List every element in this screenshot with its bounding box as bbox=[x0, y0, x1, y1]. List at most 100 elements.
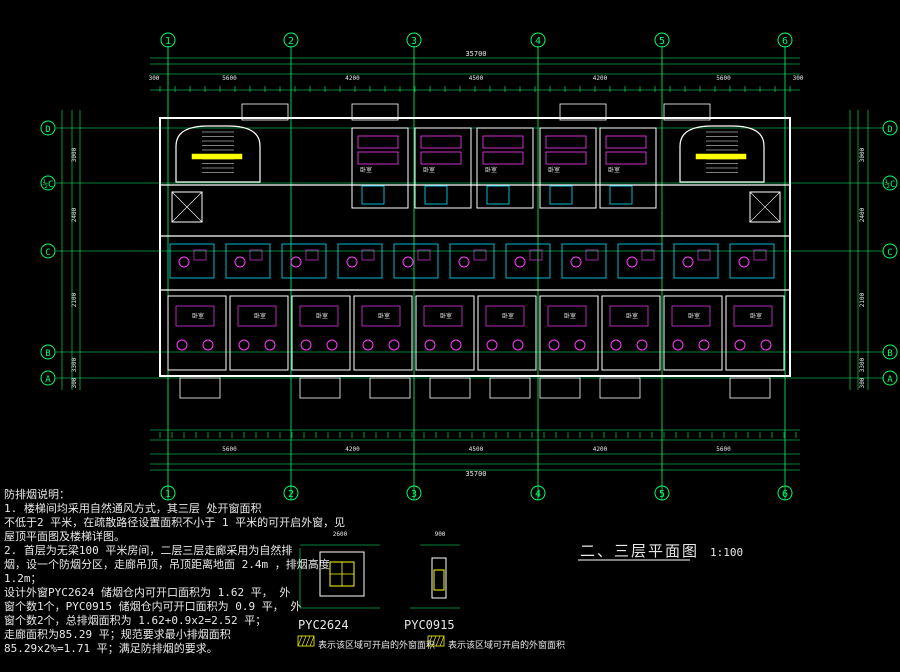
room-tag: 卧室 bbox=[360, 166, 372, 174]
toilet-pod bbox=[393, 243, 439, 279]
chair-fixture bbox=[362, 339, 374, 351]
bathroom-fixture bbox=[486, 185, 510, 205]
axis-bubble-left bbox=[40, 243, 56, 259]
dimension-side: 3300 bbox=[71, 357, 78, 372]
axis-bubble-right bbox=[882, 243, 898, 259]
basin-fixture bbox=[249, 249, 263, 261]
note-line: 2. 首层为无梁100 平米房间，二层三层走廊采用为自然排 bbox=[4, 544, 293, 557]
bed-fixture bbox=[357, 135, 399, 149]
axis-label-left: D bbox=[45, 125, 50, 135]
toilet-fixture bbox=[570, 256, 582, 268]
note-line: 1. 楼梯间均采用自然通风方式，其三层 处开窗面积 bbox=[4, 502, 262, 515]
axis-label-right: ½C bbox=[885, 179, 896, 190]
note-line: 1.2m； bbox=[4, 572, 42, 585]
room-lower bbox=[415, 295, 475, 371]
chair-fixture bbox=[202, 339, 214, 351]
bed-fixture bbox=[485, 305, 525, 327]
dimension-side: 300 bbox=[71, 377, 78, 388]
legend-hatch bbox=[305, 635, 311, 647]
balcony-top bbox=[351, 103, 399, 121]
axis-bubble-right bbox=[882, 175, 898, 191]
legend-hatch bbox=[309, 635, 315, 647]
room-tag: 卧室 bbox=[626, 312, 638, 320]
chair-fixture bbox=[574, 339, 586, 351]
room-lower bbox=[353, 295, 413, 371]
basin-fixture bbox=[585, 249, 599, 261]
toilet-fixture bbox=[514, 256, 526, 268]
toilet-pod bbox=[673, 243, 719, 279]
note-line: 不低于2 平米，在疏散路径设置面积不小于 1 平米的可开启外窗，见 bbox=[4, 516, 346, 529]
plan-scale: 1:100 bbox=[710, 546, 744, 559]
axis-bubble-left bbox=[40, 175, 56, 191]
stair-handrail bbox=[191, 153, 243, 160]
axis-label-bottom: 3 bbox=[411, 489, 417, 500]
basin-fixture bbox=[697, 249, 711, 261]
axis-label-top: 1 bbox=[165, 36, 171, 47]
balcony-top bbox=[663, 103, 711, 121]
bed-fixture bbox=[420, 135, 462, 149]
bed-fixture bbox=[482, 151, 524, 165]
axis-bubble-top bbox=[777, 32, 793, 48]
chair-fixture bbox=[698, 339, 710, 351]
dimension-side: 2100 bbox=[859, 292, 866, 307]
axis-bubble-top bbox=[406, 32, 422, 48]
chair-fixture bbox=[388, 339, 400, 351]
toilet-pod bbox=[337, 243, 383, 279]
axis-bubble-bottom bbox=[160, 485, 176, 501]
dimension-edge: 300 bbox=[793, 75, 804, 82]
axis-bubble-bottom bbox=[654, 485, 670, 501]
basin-fixture bbox=[753, 249, 767, 261]
bed-fixture bbox=[237, 305, 277, 327]
room-lower bbox=[291, 295, 351, 371]
axis-bubble-top bbox=[283, 32, 299, 48]
room-upper bbox=[351, 127, 409, 209]
bed-fixture bbox=[357, 151, 399, 165]
chair-fixture bbox=[450, 339, 462, 351]
chair-fixture bbox=[326, 339, 338, 351]
toilet-fixture bbox=[626, 256, 638, 268]
legend-hatch bbox=[431, 635, 437, 647]
balcony bbox=[369, 377, 411, 399]
dimension-span: 4200 bbox=[345, 75, 360, 82]
axis-bubble-right bbox=[882, 120, 898, 136]
bathroom-fixture bbox=[424, 185, 448, 205]
toilet-pod bbox=[169, 243, 215, 279]
toilet-fixture bbox=[290, 256, 302, 268]
room-lower bbox=[601, 295, 661, 371]
bed-fixture bbox=[605, 151, 647, 165]
elevator-shaft bbox=[171, 191, 203, 223]
axis-label-left: ½C bbox=[43, 179, 54, 190]
dimension-span: 4500 bbox=[469, 75, 484, 82]
chair-fixture bbox=[672, 339, 684, 351]
bathroom-fixture bbox=[609, 185, 633, 205]
basin-fixture bbox=[193, 249, 207, 261]
basin-fixture bbox=[361, 249, 375, 261]
chair-fixture bbox=[610, 339, 622, 351]
dimension-span: 4200 bbox=[345, 446, 360, 453]
balcony bbox=[599, 377, 641, 399]
room-upper bbox=[539, 127, 597, 209]
axis-bubble-bottom bbox=[283, 485, 299, 501]
room-tag: 卧室 bbox=[608, 166, 620, 174]
axis-label-top: 4 bbox=[535, 36, 541, 47]
chair-fixture bbox=[264, 339, 276, 351]
basin-fixture bbox=[473, 249, 487, 261]
room-upper bbox=[414, 127, 472, 209]
axis-label-bottom: 2 bbox=[288, 489, 294, 500]
axis-label-bottom: 6 bbox=[782, 489, 788, 500]
axis-label-bottom: 1 bbox=[165, 489, 171, 500]
axis-bubble-top bbox=[160, 32, 176, 48]
dimension-side: 3000 bbox=[71, 147, 78, 162]
balcony bbox=[299, 377, 341, 399]
axis-label-left: C bbox=[45, 248, 50, 258]
dimension-edge: 300 bbox=[149, 75, 160, 82]
note-line: 窗个数1个，PYC0915 储烟仓内可开口面积为 0.9 平， 外 bbox=[4, 600, 302, 613]
axis-label-top: 3 bbox=[411, 36, 417, 47]
legend-text-2: 表示该区域可开启的外窗面积 bbox=[448, 641, 566, 651]
toilet-pod bbox=[561, 243, 607, 279]
outer-wall bbox=[159, 117, 791, 377]
room-lower bbox=[663, 295, 723, 371]
basin-fixture bbox=[529, 249, 543, 261]
chair-fixture bbox=[512, 339, 524, 351]
axis-label-top: 2 bbox=[288, 36, 294, 47]
